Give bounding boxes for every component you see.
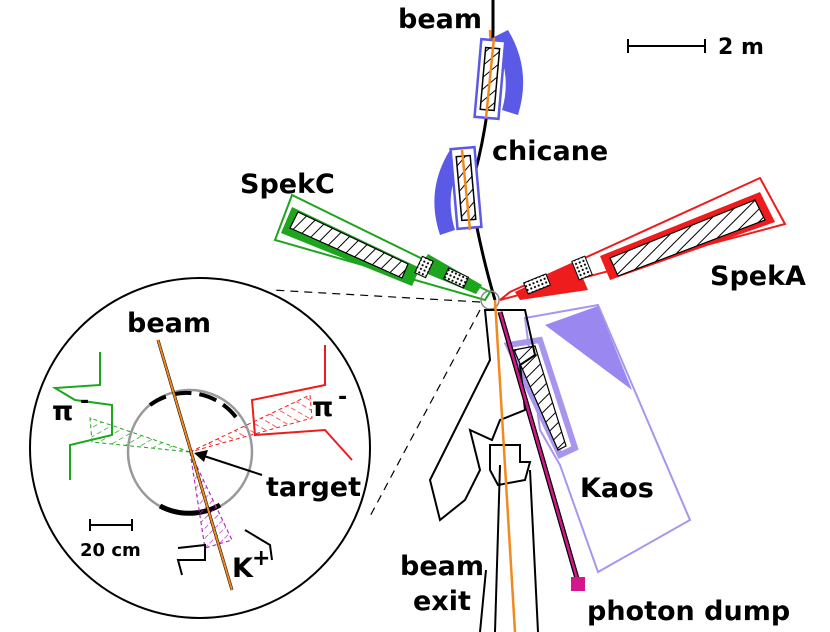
chicane-magnet-lower: [434, 145, 483, 235]
hall-outline: [428, 309, 539, 632]
inset-speka-opening: [250, 345, 353, 461]
inset-label-pi-right: π: [312, 392, 333, 423]
label-spekc: SpekC: [240, 169, 335, 200]
inset-label-pi-right-minus: -: [338, 385, 347, 410]
scale-bar: [627, 39, 706, 53]
label-beam-exit-1: beam: [400, 551, 484, 582]
chicane-magnet-upper: [473, 30, 524, 121]
inset-label-pi-left-minus: -: [80, 389, 89, 414]
label-beam-top: beam: [398, 4, 482, 35]
label-photon-dump: photon dump: [587, 596, 790, 627]
label-beam-exit-2: exit: [413, 586, 471, 617]
photon-dump-block: [571, 577, 585, 591]
speka-spectrometer: [499, 176, 787, 301]
inset-detail: [29, 277, 371, 619]
label-speka: SpekA: [710, 261, 806, 292]
inset-label-target: target: [266, 472, 361, 503]
inset-label-beam: beam: [127, 308, 211, 339]
zoom-lines: [271, 289, 481, 521]
spekc-spectrometer: [273, 193, 492, 302]
photon-line: [497, 311, 585, 591]
inset-label-pi-left: π: [52, 396, 73, 427]
inset-spekc-opening: [51, 352, 113, 480]
kaos-spectrometer: [503, 303, 692, 574]
inset-label-scale: 20 cm: [80, 540, 141, 561]
label-scale-main: 2 m: [718, 35, 764, 60]
label-chicane: chicane: [492, 136, 608, 167]
inset-label-kaon-plus: +: [252, 546, 270, 571]
beam-exit-line: [493, 299, 517, 632]
inset-label-kaon: K: [232, 553, 254, 584]
label-kaos: Kaos: [580, 473, 654, 504]
inset-scale-bar: [89, 519, 133, 531]
